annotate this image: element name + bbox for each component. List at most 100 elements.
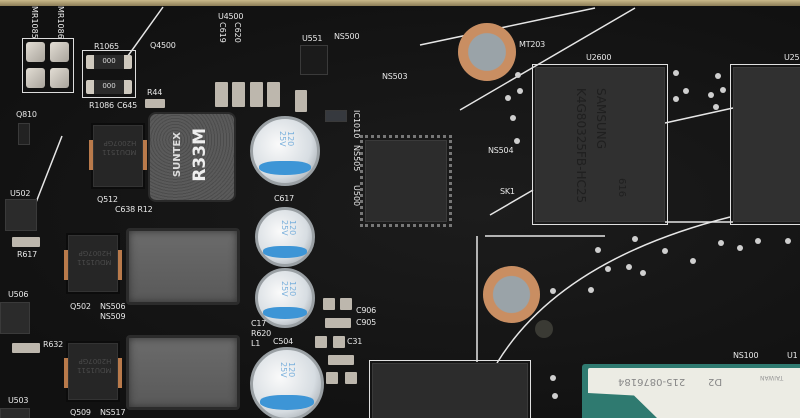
memory-chip-lower: [369, 360, 531, 418]
via: [595, 247, 601, 253]
via: [550, 375, 556, 381]
cap-marking: 120: [288, 219, 298, 235]
controller-ic: [360, 135, 452, 227]
via: [514, 138, 520, 144]
label-ns500: NS500: [334, 32, 360, 41]
solder-pad: [50, 42, 69, 62]
label-sk1: SK1: [500, 187, 515, 196]
via: [683, 88, 689, 94]
label-ns504: NS504: [488, 146, 514, 155]
label-u2600: U2600: [586, 53, 612, 62]
gpu-part-number: 215-0876184: [618, 376, 686, 387]
ic-small: [325, 110, 347, 122]
mosfet-marking: MDU1511: [77, 366, 112, 374]
label-ns517: NS517: [100, 408, 126, 417]
via: [515, 72, 521, 78]
label-mr1085: MR1085: [30, 6, 39, 39]
ic-u502: [5, 199, 37, 231]
capacitor-c617: 120 25V: [250, 116, 320, 186]
via: [713, 104, 719, 110]
capacitor-smd: [250, 82, 263, 107]
via: [708, 92, 714, 98]
capacitor-smd: [215, 82, 228, 107]
label-c17: C17: [251, 319, 267, 328]
label-q509: Q509: [70, 408, 91, 417]
via: [720, 87, 726, 93]
mosfet-marking: MDU1511: [102, 148, 137, 156]
label-u551: U551: [302, 34, 323, 43]
solder-pad: [315, 336, 327, 348]
label-q810: Q810: [16, 110, 37, 119]
label-r617: R617: [17, 250, 38, 259]
label-q502: Q502: [70, 302, 91, 311]
via: [662, 248, 668, 254]
via: [640, 270, 646, 276]
label-u506: U506: [8, 290, 29, 299]
label-ns505: NS505: [352, 145, 361, 172]
via: [550, 288, 556, 294]
label-r632: R632: [43, 340, 64, 349]
label-r620: R620: [251, 329, 272, 338]
fiducial: [535, 320, 553, 338]
via: [718, 240, 724, 246]
cap-marking: 25V: [279, 362, 289, 378]
label-ns506: NS506: [100, 302, 126, 311]
label-mr1086: MR1086: [56, 6, 65, 39]
resistor-r44: [145, 99, 165, 108]
label-c645: C645: [117, 101, 138, 110]
label-c617: C617: [274, 194, 295, 203]
gpu-origin: TAIWAN: [760, 374, 784, 381]
inductor-brand: SUNTEX: [172, 132, 183, 178]
label-r1065: R1065: [94, 42, 119, 51]
ic-u506: [0, 302, 30, 334]
gpu-revision: D2: [708, 376, 723, 387]
gpu-label-area: 215-0876184 D2 TAIWAN: [588, 368, 800, 418]
label-c905: C905: [356, 318, 377, 327]
cap-marking: 120: [288, 280, 298, 296]
label-ns509: NS509: [100, 312, 126, 321]
via: [673, 70, 679, 76]
label-ns503: NS503: [382, 72, 408, 81]
via: [632, 236, 638, 242]
capacitor-smd: [232, 82, 245, 107]
label-r44: R44: [147, 88, 163, 97]
label-r1086: R1086: [89, 101, 114, 110]
label-q512: Q512: [97, 195, 118, 204]
choke-lower: [126, 335, 240, 410]
label-u500: U500: [352, 185, 361, 207]
resistor-r632: [12, 343, 40, 353]
label-u4500: U4500: [218, 12, 244, 21]
solder-pad: [340, 298, 352, 310]
label-u25: U25: [784, 53, 800, 62]
via: [605, 266, 611, 272]
cap-marking: 120: [286, 130, 296, 146]
ic-u503: [0, 408, 30, 418]
capacitor: 120 25V: [255, 268, 315, 328]
cap-marking: 25V: [280, 219, 290, 236]
memory-brand: SAMSUNG: [594, 88, 608, 150]
mount-hole: [483, 266, 540, 323]
label-c620: C620: [233, 22, 242, 43]
cap-marking: 25V: [280, 280, 290, 297]
label-u1: U1: [787, 351, 798, 360]
solder-pad: [333, 336, 345, 348]
resistor-outline: [82, 50, 136, 98]
via: [690, 258, 696, 264]
label-c504: C504: [273, 337, 294, 346]
solder-pad: [323, 298, 335, 310]
label-ic1010: IC1010: [352, 110, 361, 139]
cap-marking: 25V: [278, 130, 288, 147]
label-u502: U502: [10, 189, 31, 198]
resistor-r1086: 000: [86, 80, 132, 94]
capacitor-smd: [325, 318, 351, 328]
via: [626, 264, 632, 270]
via: [785, 238, 791, 244]
mosfet-marking: H2007GP: [78, 249, 112, 257]
label-l1: L1: [251, 339, 261, 348]
label-c638-r12: C638 R12: [115, 205, 153, 214]
label-q4500: Q4500: [150, 41, 176, 50]
